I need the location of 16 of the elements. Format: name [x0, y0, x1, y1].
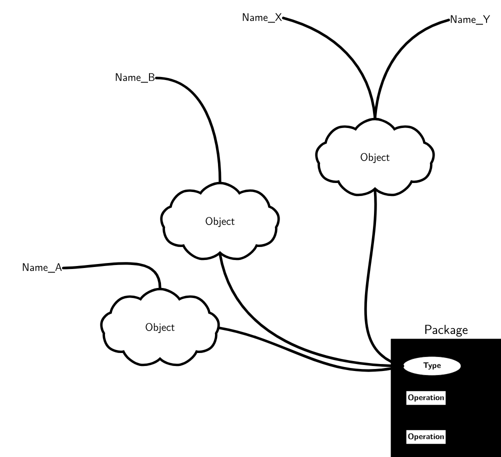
- connector-line: [155, 76, 222, 184]
- object-cloud: Object: [100, 288, 220, 366]
- type-oval: Type: [402, 356, 462, 376]
- name-label: Name_X: [242, 13, 282, 23]
- connector-line: [62, 262, 162, 290]
- operation-box: Operation: [405, 390, 447, 406]
- name-label: Name_A: [22, 263, 62, 273]
- node-label: Package: [425, 324, 468, 337]
- object-cloud: Object: [315, 118, 435, 196]
- connector-line: [282, 16, 376, 120]
- name-label: Name_B: [116, 73, 155, 83]
- operation-box: Operation: [405, 428, 447, 446]
- connector-line: [374, 18, 450, 120]
- object-cloud: Object: [160, 182, 280, 260]
- connector-line: [218, 326, 404, 372]
- name-label: Name_Y: [450, 15, 490, 25]
